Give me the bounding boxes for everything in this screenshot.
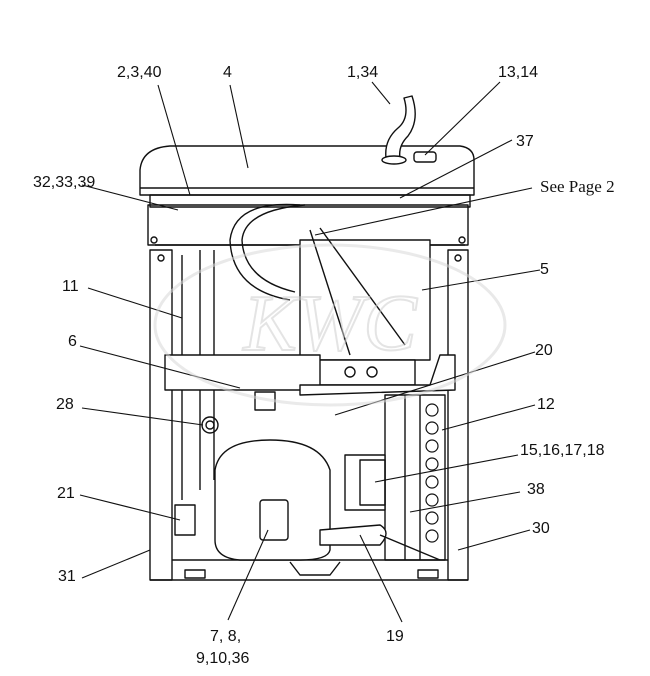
callout-38: 38 [527, 481, 545, 498]
push-button [413, 151, 437, 163]
callout-32-33-39: 32,33,39 [33, 174, 96, 191]
base-frame [150, 559, 468, 581]
kwc-watermark: KWC [153, 243, 507, 407]
callout-12: 12 [537, 396, 555, 413]
callout-5: 5 [540, 261, 549, 278]
dryer-filter [319, 524, 441, 561]
cooling-tank [299, 239, 431, 386]
drain-fitting [201, 416, 219, 434]
compressor [214, 439, 341, 576]
callout-7-8: 7, 8, [210, 628, 242, 645]
callout-see-page-2: See Page 2 [540, 177, 615, 196]
callout-13-14: 13,14 [498, 64, 539, 81]
callout-37: 37 [516, 133, 534, 150]
callout-1-34: 1,34 [347, 64, 379, 81]
water-tubing [229, 203, 406, 356]
callout-15-16-17-18: 15,16,17,18 [520, 442, 605, 459]
fan-motor [344, 454, 386, 511]
callout-30: 30 [532, 520, 550, 537]
callout-19: 19 [386, 628, 404, 645]
watermark-text: KWC [242, 280, 418, 368]
leg-levelers [174, 504, 196, 536]
condenser [384, 394, 446, 561]
callout-28: 28 [56, 396, 74, 413]
callout-31: 31 [58, 568, 76, 585]
bubbler [381, 95, 416, 165]
callout-9-10-36: 9,10,36 [196, 650, 250, 667]
left-side-panel [149, 249, 173, 581]
upper-frame [147, 204, 469, 246]
callout-11: 11 [62, 278, 79, 295]
right-side-panel [447, 249, 469, 581]
callout-20: 20 [535, 342, 553, 359]
callout-4: 4 [223, 64, 232, 81]
callout-21: 21 [57, 485, 75, 502]
callout-2-3-40: 2,3,40 [117, 64, 162, 81]
callout-6: 6 [68, 333, 77, 350]
